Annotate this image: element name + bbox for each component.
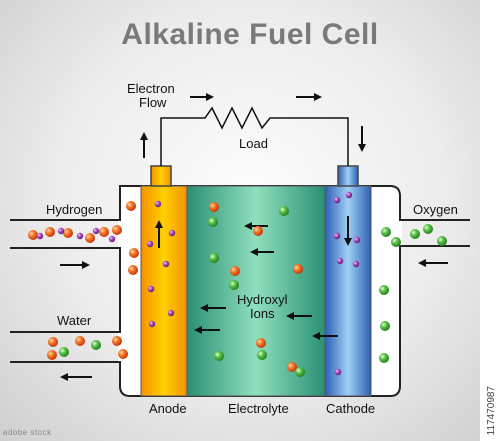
cathode-terminal [337,165,359,187]
hydroxyl-label-line1: Hydroxyl [237,292,288,307]
hydrogen-atoms [28,201,303,372]
oxygen-atoms [59,206,447,377]
electrons [36,191,361,376]
cathode-label: Cathode [326,401,376,416]
circuit-wire [160,106,349,166]
electron-flow-label-line1: Electron [127,81,175,96]
electron-flow-label: Electron Flow [127,82,175,110]
stock-brand: adobe stock [3,428,52,437]
hydroxyl-ions-label: Hydroxyl Ions [237,293,288,321]
anode-terminal [150,165,172,187]
electron-flow-label-line2: Flow [139,95,167,110]
hydrogen-label: Hydrogen [46,202,103,217]
pipes [10,219,470,363]
stock-id: 117470987 [486,385,497,435]
electrolyte-region [186,185,326,397]
hydroxyl-arrows [194,222,338,340]
load-label: Load [239,136,268,151]
oxygen-label: Oxygen [413,202,458,217]
water-label: Water [57,313,92,328]
electrolyte-label: Electrolyte [228,401,289,416]
anode-label: Anode [149,401,187,416]
hydroxyl-label-line2: Ions [250,306,275,321]
page-title: Alkaline Fuel Cell [121,18,379,51]
stock-watermark-strip: 117470987 [480,0,500,441]
anode-plate [140,185,188,397]
